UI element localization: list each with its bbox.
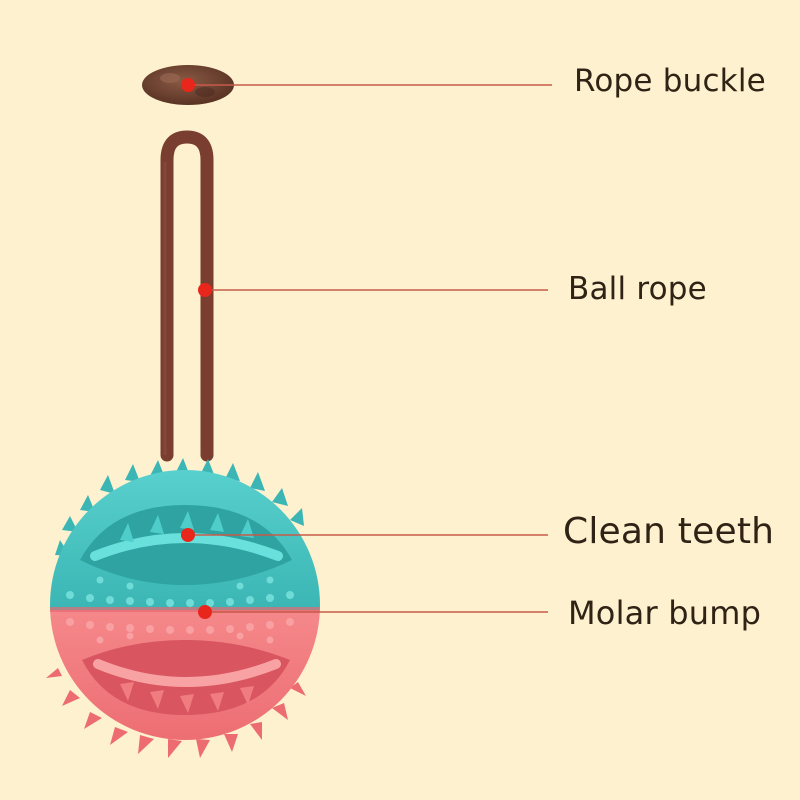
chew-ball-icon bbox=[46, 458, 320, 758]
marker-dot-rope-buckle bbox=[181, 78, 195, 92]
marker-dot-clean-teeth bbox=[181, 528, 195, 542]
ball-rope-icon bbox=[160, 130, 214, 462]
marker-dot-molar-bump bbox=[198, 605, 212, 619]
marker-dot-ball-rope bbox=[198, 283, 212, 297]
label-rope-buckle: Rope buckle bbox=[574, 63, 766, 99]
leader-lines bbox=[188, 84, 552, 613]
label-molar-bump: Molar bump bbox=[568, 594, 762, 632]
label-clean-teeth: Clean teeth bbox=[563, 511, 775, 552]
label-ball-rope: Ball rope bbox=[568, 271, 707, 307]
